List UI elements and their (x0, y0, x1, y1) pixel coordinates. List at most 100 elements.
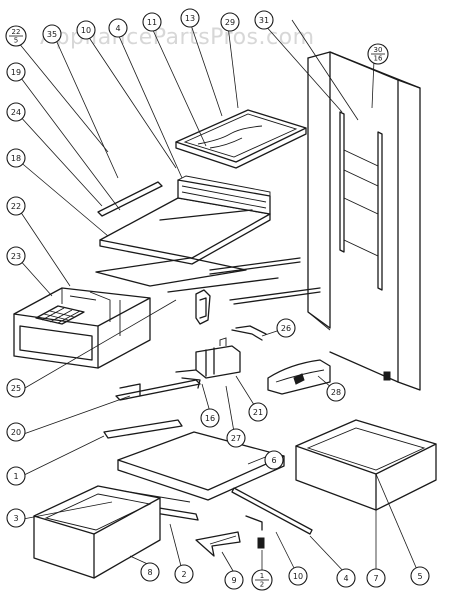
callout-circle (254, 10, 274, 30)
callout-label: 19 (11, 68, 21, 77)
callout-c35: 35 (42, 24, 62, 44)
top-glass-shelf (175, 109, 307, 169)
callout-label: 27 (231, 434, 241, 443)
callout-label: 6 (271, 456, 276, 465)
callout-circle (76, 20, 96, 40)
callout-circle (200, 408, 220, 428)
callout-label: 3 (13, 514, 18, 523)
callout-circle (6, 422, 26, 442)
callout-label: 21 (253, 408, 263, 417)
callout-c18: 18 (6, 148, 26, 168)
callout-label: 24 (11, 108, 21, 117)
callout-c19: 19 (6, 62, 26, 82)
callout-c31: 31 (254, 10, 274, 30)
middle-shelf (97, 175, 301, 275)
callout-circle (6, 196, 26, 216)
callout-c22_5: 225 (5, 25, 27, 47)
callout-c28: 28 (326, 382, 346, 402)
callout-circle (6, 62, 26, 82)
callout-c5: 5 (410, 566, 430, 586)
callout-circle (42, 24, 62, 44)
louver-cover (267, 359, 331, 395)
callout-denominator: 16 (374, 55, 383, 63)
callout-numerator: 22 (12, 28, 21, 36)
callout-label: 13 (185, 14, 195, 23)
callout-label: 10 (293, 572, 303, 581)
callout-label: 35 (47, 30, 57, 39)
callout-c10b: 10 (288, 566, 308, 586)
callout-label: 22 (11, 202, 21, 211)
callout-circle (366, 568, 386, 588)
callout-c3: 3 (6, 508, 26, 528)
callout-label: 5 (417, 572, 422, 581)
callout-c23: 23 (6, 246, 26, 266)
callout-circle (410, 566, 430, 586)
callout-c26a: 26 (276, 318, 296, 338)
right-drawer-box (295, 419, 437, 511)
callout-circle (226, 428, 246, 448)
callout-circle (142, 12, 162, 32)
callout-circle (224, 570, 244, 590)
callout-c7: 7 (366, 568, 386, 588)
trim-strips (195, 487, 313, 557)
callout-circle (326, 382, 346, 402)
callout-label: 26 (281, 324, 291, 333)
callout-circle (220, 12, 240, 32)
callout-c4top: 4 (108, 18, 128, 38)
callout-circle (264, 450, 284, 470)
callout-label: 8 (147, 568, 152, 577)
lower-cover (103, 419, 285, 521)
callout-circle (140, 562, 160, 582)
meat-pan-drawer (33, 485, 161, 579)
callout-label: 28 (331, 388, 341, 397)
callout-c22: 22 (6, 196, 26, 216)
callout-circle (108, 18, 128, 38)
cabinet-side-wall (307, 51, 421, 391)
callout-circle (6, 148, 26, 168)
crisper-drawer-assembly (13, 287, 151, 369)
callout-c8: 8 (140, 562, 160, 582)
callout-label: 25 (11, 384, 21, 393)
callout-label: 4 (343, 574, 348, 583)
callout-numerator: 1 (260, 572, 264, 580)
callout-c13: 13 (180, 8, 200, 28)
callout-c2: 2 (174, 564, 194, 584)
callout-circle (6, 246, 26, 266)
callout-circle (6, 508, 26, 528)
callout-label: 2 (181, 570, 186, 579)
callout-c24: 24 (6, 102, 26, 122)
callout-c1_2: 12 (251, 569, 273, 591)
callout-label: 10 (81, 26, 91, 35)
damper-control-assembly (175, 289, 267, 389)
callout-c9: 9 (224, 570, 244, 590)
callout-label: 20 (11, 428, 21, 437)
callout-label: 18 (11, 154, 21, 163)
callout-label: 11 (147, 18, 157, 27)
callout-numerator: 30 (374, 46, 383, 54)
callout-circle (336, 568, 356, 588)
callout-denominator: 5 (14, 37, 18, 45)
leader-lines (17, 19, 419, 577)
callout-circle (180, 8, 200, 28)
callout-circle (288, 566, 308, 586)
callout-circle (6, 466, 26, 486)
callout-c25: 25 (6, 378, 26, 398)
callout-label: 7 (373, 574, 378, 583)
callout-label: 29 (225, 18, 235, 27)
callout-circle (6, 378, 26, 398)
support-bracket (115, 379, 201, 401)
callout-c4b: 4 (336, 568, 356, 588)
callout-label: 16 (205, 414, 215, 423)
callout-c10: 10 (76, 20, 96, 40)
callout-c20: 20 (6, 422, 26, 442)
callout-c27: 27 (226, 428, 246, 448)
callout-circle (174, 564, 194, 584)
callout-c6: 6 (264, 450, 284, 470)
callout-label: 31 (259, 16, 269, 25)
callout-label: 4 (115, 24, 120, 33)
callout-circle (276, 318, 296, 338)
